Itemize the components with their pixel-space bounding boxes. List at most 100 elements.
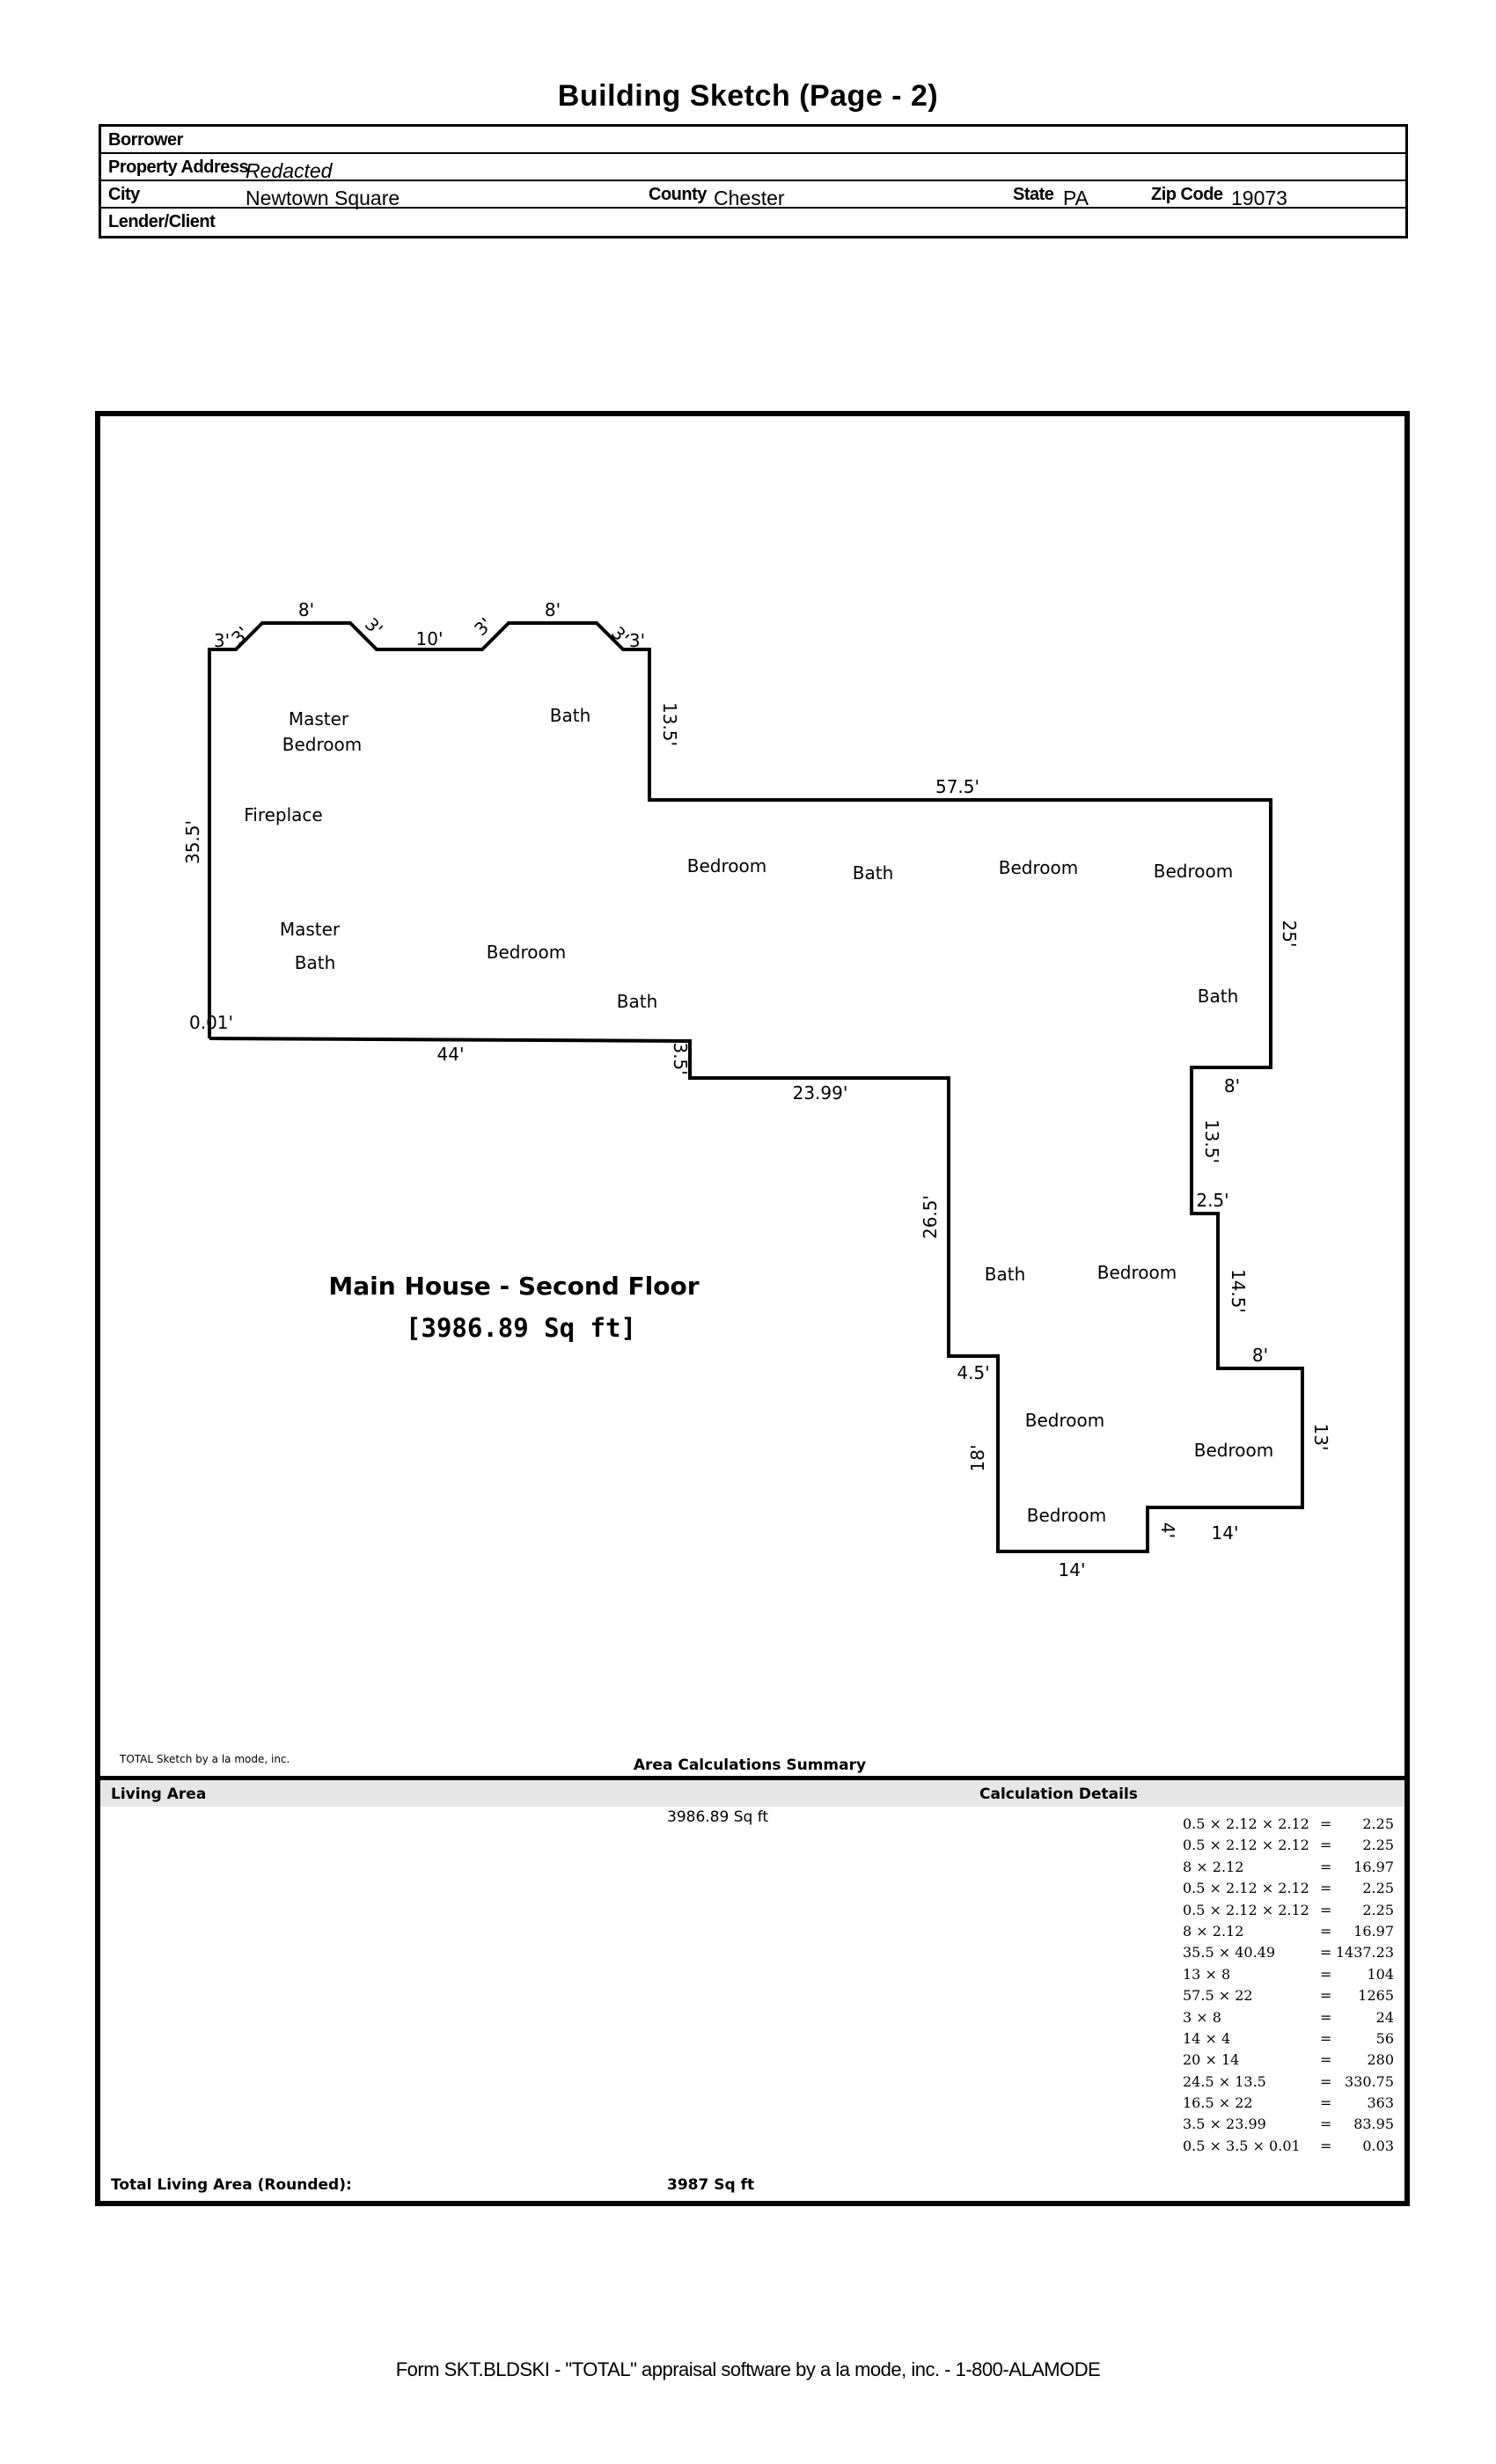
area-value: [3986.89 Sq ft] bbox=[406, 1313, 636, 1343]
calc-row: 35.5 × 40.49=1437.23 bbox=[1183, 1944, 1394, 1965]
area-name: Main House - Second Floor bbox=[328, 1272, 699, 1301]
dim-label: 26.5' bbox=[920, 1195, 941, 1239]
calc-expression: 0.5 × 3.5 × 0.01 bbox=[1183, 2137, 1301, 2154]
calc-result: 330.75 bbox=[1345, 2072, 1394, 2090]
dim-label: 3' bbox=[470, 613, 496, 640]
calc-row: 0.5 × 2.12 × 2.12=2.25 bbox=[1183, 1837, 1394, 1858]
calc-result: 2.25 bbox=[1362, 1880, 1394, 1897]
dim-label: 3.5' bbox=[670, 1042, 691, 1074]
calc-expression: 3.5 × 23.99 bbox=[1183, 2116, 1266, 2133]
county-label: County bbox=[649, 185, 707, 204]
room-label: Bedroom bbox=[1097, 1262, 1177, 1283]
calc-row: 0.5 × 2.12 × 2.12=2.25 bbox=[1183, 1815, 1394, 1837]
living-area-value: 3986.89 Sq ft bbox=[667, 1808, 769, 1826]
dim-label: 8' bbox=[1224, 1075, 1240, 1096]
summary-title: Area Calculations Summary bbox=[634, 1756, 866, 1774]
state-label: State bbox=[1013, 185, 1054, 204]
calc-equals: = bbox=[1320, 1815, 1332, 1832]
calc-row: 3 × 8 = 24 bbox=[1183, 2009, 1394, 2030]
calc-result: 56 bbox=[1375, 2029, 1394, 2047]
calc-row: 8 × 2.12=16.97 bbox=[1183, 1859, 1394, 1880]
dim-label: 14' bbox=[1059, 1559, 1086, 1580]
calc-equals: = bbox=[1320, 1858, 1332, 1875]
room-label: Bedroom bbox=[687, 855, 766, 876]
zip-value: 19073 bbox=[1231, 187, 1287, 209]
calc-row: 8 × 2.12=16.97 bbox=[1183, 1923, 1394, 1944]
calc-equals: = bbox=[1320, 2029, 1332, 2047]
room-label: Bath bbox=[853, 862, 894, 884]
dim-label: 2.5' bbox=[1196, 1190, 1228, 1211]
calc-row: 0.5 × 3.5 × 0.01=0.03 bbox=[1183, 2138, 1394, 2159]
dim-label: 44' bbox=[437, 1044, 465, 1065]
dim-label: 3' bbox=[214, 630, 230, 651]
area-calculations-summary: Living Area Calculation Details 3986.89 … bbox=[100, 1776, 1404, 2201]
calc-row: 14 × 4 = 56 bbox=[1183, 2030, 1394, 2051]
calc-equals: = bbox=[1320, 2116, 1332, 2133]
calc-equals: = bbox=[1320, 2051, 1332, 2069]
lender-row: Lender/Client bbox=[101, 209, 1405, 236]
calc-result: 1437.23 bbox=[1335, 1944, 1394, 1962]
calc-equals: = bbox=[1320, 2094, 1332, 2112]
calc-result: 83.95 bbox=[1353, 2116, 1394, 2133]
page-title: Building Sketch (Page - 2) bbox=[557, 79, 939, 113]
calc-row: 57.5 × 22=1265 bbox=[1183, 1987, 1394, 2008]
room-label: Fireplace bbox=[244, 804, 323, 825]
calc-expression: 20 × 14 bbox=[1183, 2051, 1240, 2069]
room-label: Bedroom bbox=[1025, 1410, 1104, 1431]
calc-expression: 57.5 × 22 bbox=[1183, 1987, 1253, 2005]
dim-label: 13' bbox=[1310, 1424, 1331, 1451]
calc-equals: = bbox=[1320, 1987, 1332, 2005]
calc-equals: = bbox=[1320, 2072, 1332, 2090]
room-label: Master bbox=[289, 708, 349, 730]
room-label: Bath bbox=[1198, 986, 1239, 1007]
dim-label: 14.5' bbox=[1228, 1269, 1249, 1313]
calc-result: 0.03 bbox=[1362, 2137, 1394, 2154]
calc-equals: = bbox=[1320, 1837, 1332, 1854]
calc-expression: 14 × 4 bbox=[1183, 2029, 1231, 2047]
calc-expression: 0.5 × 2.12 × 2.12 bbox=[1183, 1901, 1309, 1918]
dim-label: 35.5' bbox=[182, 820, 203, 864]
calc-result: 16.97 bbox=[1353, 1858, 1394, 1875]
dim-label: 10' bbox=[416, 628, 444, 649]
city-label: City bbox=[108, 185, 140, 204]
calc-equals: = bbox=[1320, 1880, 1332, 1897]
dim-label: 25' bbox=[1279, 920, 1300, 948]
calc-result: 24 bbox=[1375, 2008, 1394, 2026]
calc-expression: 3 × 8 bbox=[1183, 2008, 1221, 2026]
header-table: Borrower Property Address Redacted City … bbox=[99, 124, 1408, 238]
calc-row: 24.5 × 13.5 = 330.75 bbox=[1183, 2073, 1394, 2094]
calc-result: 363 bbox=[1367, 2094, 1394, 2112]
room-label: Bedroom bbox=[1027, 1505, 1106, 1526]
address-row: Property Address Redacted bbox=[101, 154, 1405, 182]
calc-row: 0.5 × 2.12 × 2.12=2.25 bbox=[1183, 1902, 1394, 1923]
calc-expression: 0.5 × 2.12 × 2.12 bbox=[1183, 1880, 1309, 1897]
calc-row: 20 × 14=280 bbox=[1183, 2051, 1394, 2072]
calc-equals: = bbox=[1320, 1922, 1332, 1940]
calc-result: 104 bbox=[1367, 1965, 1394, 1983]
calc-expression: 16.5 × 22 bbox=[1183, 2094, 1253, 2112]
total-living-label: Total Living Area (Rounded): bbox=[111, 2176, 352, 2194]
dim-label: 14' bbox=[1212, 1522, 1239, 1544]
address-value: Redacted bbox=[246, 159, 333, 182]
dim-label: 8' bbox=[545, 599, 561, 620]
lender-label: Lender/Client bbox=[108, 212, 216, 231]
calc-equals: = bbox=[1320, 2008, 1332, 2026]
calc-expression: 24.5 × 13.5 bbox=[1183, 2072, 1266, 2090]
calc-expression: 8 × 2.12 bbox=[1183, 1922, 1244, 1940]
room-label: Bedroom bbox=[487, 942, 566, 963]
calc-equals: = bbox=[1320, 1901, 1332, 1918]
calc-row: 16.5 × 22 = 363 bbox=[1183, 2094, 1394, 2116]
dim-label: 4.5' bbox=[957, 1362, 989, 1383]
room-label: Bedroom bbox=[1154, 861, 1233, 882]
calc-row: 3.5 × 23.99 = 83.95 bbox=[1183, 2116, 1394, 2137]
room-label: Bedroom bbox=[282, 734, 362, 755]
room-label: Bedroom bbox=[1194, 1440, 1273, 1461]
summary-header: Living Area Calculation Details bbox=[100, 1780, 1404, 1807]
calc-expression: 0.5 × 2.12 × 2.12 bbox=[1183, 1837, 1309, 1854]
total-living-value: 3987 Sq ft bbox=[667, 2176, 755, 2194]
calc-details-header: Calculation Details bbox=[979, 1786, 1138, 1803]
dim-label: 57.5' bbox=[935, 776, 979, 797]
room-label: Bedroom bbox=[999, 857, 1078, 878]
dim-label: 13.5' bbox=[659, 702, 680, 746]
